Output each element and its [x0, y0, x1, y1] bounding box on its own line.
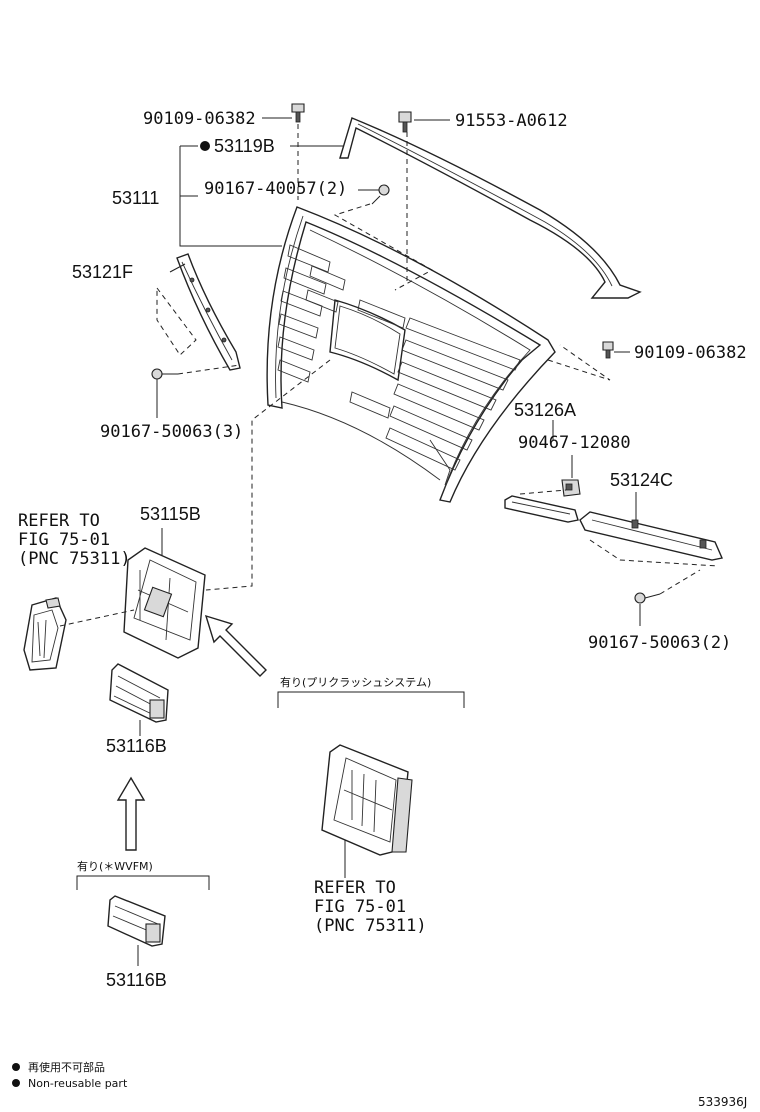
label-emblem-insert-2: 53116B [106, 970, 167, 990]
bolt-top-left-drawing [291, 103, 305, 123]
label-emblem-base: 53115B [140, 504, 201, 524]
emblem-insert-1-drawing [109, 663, 169, 723]
legend-text-en: Non-reusable part [28, 1077, 128, 1090]
label-grille-assy: 53111 [112, 188, 159, 208]
screw-upper-drawing [371, 184, 390, 205]
bracket-wvfm [76, 875, 210, 890]
figure-id: 533936J [698, 1095, 747, 1109]
emblem-base-drawing [123, 547, 206, 659]
label-screw-left: 90167-50063(3) [100, 422, 243, 442]
refer-center-line-2: FIG 75-01 [314, 897, 406, 917]
label-molding-left: 53121F [72, 262, 133, 282]
refer-left-line-1: REFER TO [18, 511, 100, 531]
bolt-right-drawing [602, 341, 614, 359]
emblem-insert-2-drawing [107, 895, 166, 947]
refer-center-line-1: REFER TO [314, 878, 396, 898]
grille-slats-left [277, 244, 346, 383]
nonreusable-dot-53119B [200, 141, 210, 151]
label-bolt-top-right: 91553-A0612 [455, 111, 568, 131]
label-emblem-insert-1: 53116B [106, 736, 167, 756]
condition-wvfm: 有り(＊WVFM) [77, 859, 153, 873]
grille-assembly-drawing [266, 206, 556, 503]
grille-slats-right [349, 299, 521, 471]
upper-molding-drawing [339, 117, 642, 299]
label-bolt-right: 90109-06382 [634, 343, 747, 363]
label-bolt-top-left: 90109-06382 [143, 109, 256, 129]
refer-center-line-3: (PNC 75311) [314, 916, 427, 936]
label-molding-lower-a: 53126A [514, 400, 576, 420]
refer-left-part-drawing [23, 597, 67, 671]
label-molding-upper: 53119B [214, 136, 275, 156]
label-clip: 90467-12080 [518, 433, 631, 453]
condition-precrash: 有り(プリクラッシュシステム) [280, 675, 431, 689]
refer-left-line-3: (PNC 75311) [18, 549, 131, 569]
lower-molding-a-drawing [504, 495, 579, 523]
arrow-to-emblem [204, 614, 267, 677]
legend-text-jp: 再使用不可部品 [28, 1060, 105, 1074]
arrow-up-to-insert [116, 776, 146, 851]
leader-lines [137, 117, 641, 966]
legend-dot-jp [12, 1063, 20, 1071]
bolt-top-right-drawing [398, 111, 412, 133]
left-molding-drawing [176, 253, 241, 371]
screw-lower-right-drawing [634, 592, 661, 604]
refer-center-part-drawing [321, 744, 413, 856]
lower-molding-c-drawing [579, 511, 723, 561]
refer-left-line-2: FIG 75-01 [18, 530, 110, 550]
legend-dot-en [12, 1079, 20, 1087]
screw-left-drawing [151, 368, 178, 380]
label-molding-lower-c: 53124C [610, 470, 673, 490]
label-screw-lower-right: 90167-50063(2) [588, 633, 731, 653]
bracket-precrash [277, 691, 465, 708]
clip-drawing [561, 479, 581, 497]
dashed-lines [59, 124, 719, 627]
label-screw-upper: 90167-40057(2) [204, 179, 347, 199]
